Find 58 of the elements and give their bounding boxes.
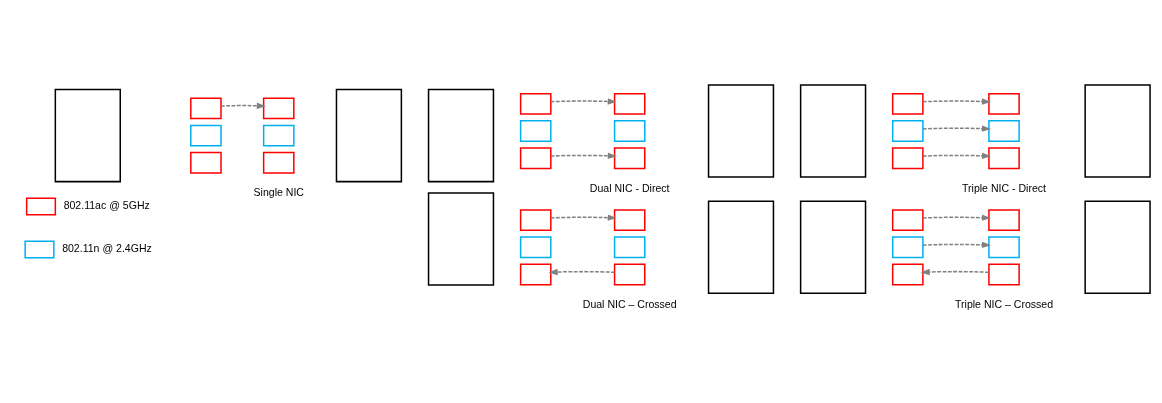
node-box <box>613 235 646 258</box>
label: Dual NIC – Crossed <box>582 297 677 310</box>
label: Single NIC <box>253 185 304 198</box>
node-box <box>519 92 552 115</box>
node-box <box>190 96 222 119</box>
label: Dual NIC - Direct <box>589 181 670 194</box>
node-box <box>988 92 1020 115</box>
node-box <box>988 119 1020 142</box>
node-box <box>427 191 495 286</box>
node-box <box>54 88 121 182</box>
node-box <box>988 263 1020 285</box>
arrow <box>220 102 266 109</box>
node-box <box>891 235 924 258</box>
arrow <box>922 124 992 132</box>
node-box <box>613 119 646 142</box>
node-box <box>891 208 924 231</box>
legend-label: 802.11ac @ 5GHz <box>63 198 150 211</box>
node-box <box>613 146 646 169</box>
arrow <box>920 268 990 275</box>
node-box <box>613 263 646 285</box>
node-box <box>519 263 552 285</box>
node-box <box>190 124 222 147</box>
node-box <box>891 146 924 169</box>
arrow <box>550 214 617 221</box>
node-box <box>262 151 295 174</box>
node-box <box>613 208 646 231</box>
node-box <box>335 88 403 182</box>
node-box <box>190 151 222 174</box>
node-box <box>519 235 552 258</box>
node-box <box>427 88 495 182</box>
node-box <box>988 208 1020 231</box>
arrow <box>922 97 992 105</box>
node-box <box>707 83 775 178</box>
label: Triple NIC - Direct <box>962 181 1047 194</box>
node-box <box>519 146 552 169</box>
node-box <box>262 124 295 147</box>
arrow <box>550 97 617 105</box>
node-box <box>891 263 924 285</box>
node-box <box>519 119 552 142</box>
arrow <box>550 152 617 159</box>
node-box <box>707 200 775 294</box>
node-box <box>988 235 1020 258</box>
node-box <box>799 200 867 294</box>
node-box <box>1084 83 1151 178</box>
node-box <box>1084 200 1151 294</box>
node-box <box>988 146 1020 169</box>
arrow <box>922 214 992 221</box>
node-box <box>519 208 552 231</box>
node-box <box>891 92 924 115</box>
node-box <box>262 96 295 119</box>
node-box <box>799 83 867 178</box>
arrow <box>922 241 992 248</box>
arrow <box>922 152 992 159</box>
node-box <box>613 92 646 115</box>
node-box <box>891 119 924 142</box>
legend-label: 802.11n @ 2.4GHz <box>62 241 152 254</box>
arrow <box>548 268 616 275</box>
label: Triple NIC – Crossed <box>954 297 1054 310</box>
